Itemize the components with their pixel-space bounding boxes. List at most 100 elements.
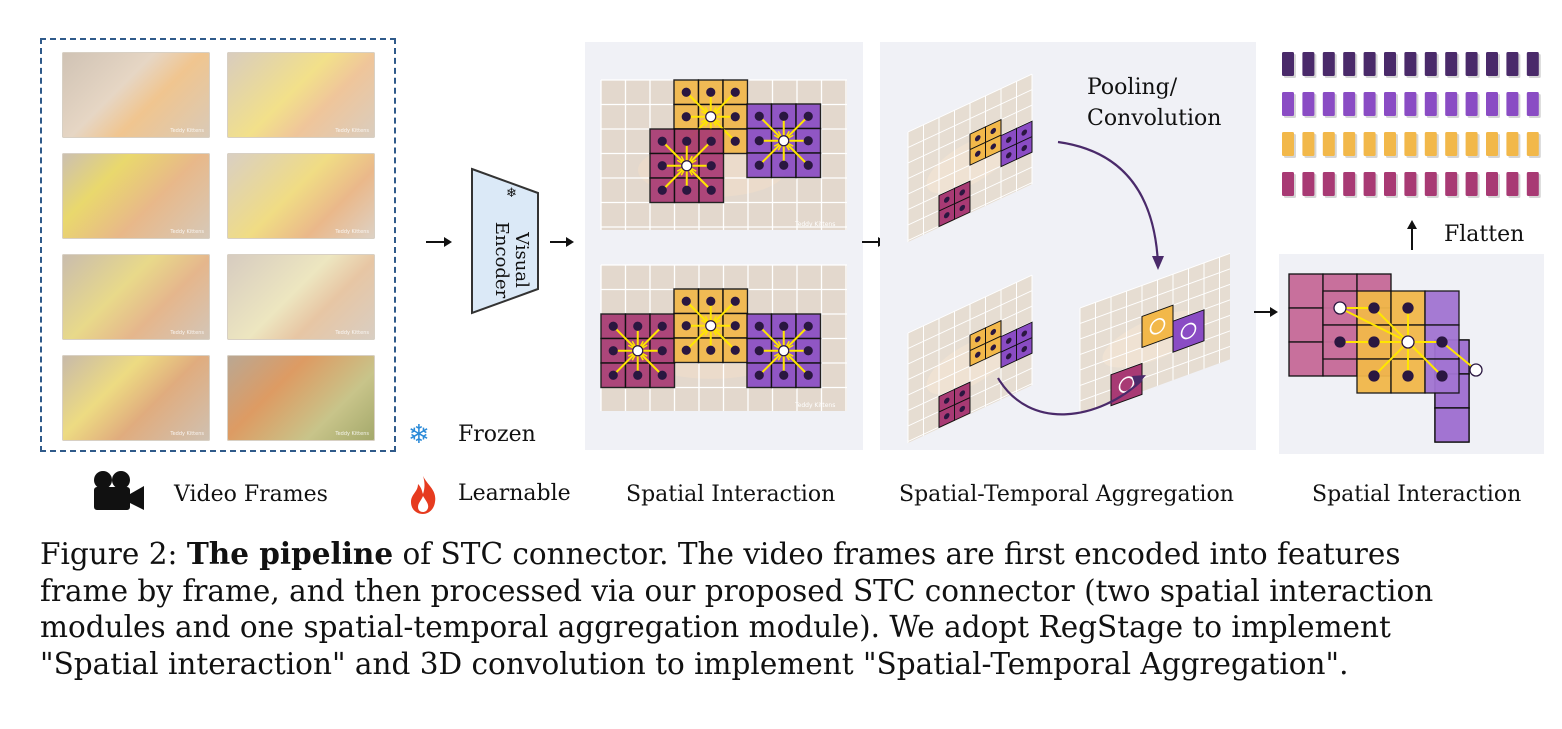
feature-point xyxy=(974,336,981,343)
feature-point xyxy=(959,405,966,413)
feature-point xyxy=(779,321,789,331)
feature-point xyxy=(1469,363,1483,377)
grid-line xyxy=(908,290,1032,349)
learnable-label: Learnable xyxy=(458,481,571,506)
flatten-arrow xyxy=(1407,220,1417,250)
pooled-point xyxy=(1180,322,1197,340)
feature-point xyxy=(754,346,764,356)
feature-point xyxy=(681,87,691,97)
flattened-token xyxy=(1322,92,1335,116)
flattened-token xyxy=(1282,92,1294,116)
flattened-token xyxy=(1526,132,1539,156)
interaction-link xyxy=(1373,307,1409,343)
feature-point xyxy=(706,185,716,195)
feature-point xyxy=(803,321,813,331)
feature-point xyxy=(730,321,740,331)
feature-point xyxy=(1005,152,1012,159)
feature-point xyxy=(1436,370,1448,382)
feature-point xyxy=(803,160,813,170)
feature-point xyxy=(1021,330,1028,337)
flattened-token xyxy=(1445,172,1458,196)
feature-point xyxy=(754,160,764,170)
grid-line xyxy=(1080,268,1230,324)
feature-point xyxy=(990,143,997,150)
frame-watermark: Teddy Kittens xyxy=(335,330,369,336)
feature-point xyxy=(1368,336,1380,348)
interaction-link xyxy=(661,165,688,191)
frame-watermark: Teddy Kittens xyxy=(335,128,369,134)
flattened-token xyxy=(1424,132,1437,156)
feature-point xyxy=(1005,337,1012,344)
feature-point xyxy=(1402,302,1414,314)
pooled-point xyxy=(1149,317,1166,335)
grid-line xyxy=(1080,252,1230,309)
encoder-label-line2: Encoder xyxy=(491,221,512,299)
frozen-label: Frozen xyxy=(458,422,536,447)
feature-point xyxy=(754,111,764,121)
feature-point xyxy=(803,136,813,146)
figure-caption: Figure 2: The pipeline of STC connector.… xyxy=(40,536,1550,682)
grid-line xyxy=(908,73,1032,133)
flatten-label: Flatten xyxy=(1444,222,1525,247)
feature-point xyxy=(754,321,764,331)
flattened-token xyxy=(1343,52,1356,76)
feature-point xyxy=(959,390,966,397)
flattened-token xyxy=(1343,92,1356,116)
feature-point xyxy=(706,296,716,306)
cell-block xyxy=(746,103,822,179)
feature-point xyxy=(803,111,813,121)
spatial-interaction-label-2: Spatial Interaction xyxy=(1312,482,1522,507)
feature-map-t2 xyxy=(907,274,1033,444)
video-frame: Teddy Kittens xyxy=(227,254,375,340)
frame-watermark: Teddy Kittens xyxy=(335,229,369,235)
flattened-tokens xyxy=(1282,52,1541,198)
interaction-link xyxy=(783,350,809,376)
interaction-link xyxy=(783,140,809,166)
grid-line xyxy=(1080,330,1230,386)
interaction-link xyxy=(637,350,663,376)
pooling-arrow-bottom xyxy=(997,377,1143,416)
feature-point xyxy=(1402,370,1414,382)
flattened-token xyxy=(1282,132,1294,156)
feature-point xyxy=(1333,301,1347,315)
grid-line xyxy=(908,89,1032,148)
feature-point xyxy=(608,321,618,331)
cell-block xyxy=(649,128,725,204)
flattened-token xyxy=(1363,52,1376,76)
flattened-token xyxy=(1384,132,1396,156)
feature-point xyxy=(681,160,693,172)
feature-point xyxy=(730,296,740,306)
flattened-token xyxy=(1424,172,1437,196)
encoder-label-line1: Visual xyxy=(511,232,532,288)
feature-point xyxy=(682,136,692,146)
interaction-link xyxy=(1373,341,1409,377)
flattened-token xyxy=(1343,172,1356,196)
feature-point xyxy=(943,397,950,404)
feature-point xyxy=(705,320,717,332)
feature-point xyxy=(681,321,691,331)
flattened-token xyxy=(1302,132,1315,156)
feature-point xyxy=(974,150,981,157)
feature-point xyxy=(706,136,716,146)
visual-encoder-label: Visual Encoder xyxy=(491,221,532,299)
feature-map-t1 xyxy=(907,73,1033,243)
feature-point xyxy=(1436,336,1448,348)
feature-point xyxy=(974,351,981,358)
interaction-link xyxy=(1407,341,1443,377)
flattened-token xyxy=(1404,52,1417,76)
video-frame: Teddy Kittens xyxy=(62,153,210,239)
feature-point xyxy=(959,189,966,196)
flattened-token xyxy=(1282,172,1294,196)
flattened-token xyxy=(1343,132,1356,156)
feature-point xyxy=(1021,345,1028,353)
flattened-token xyxy=(1526,92,1539,116)
flattened-token xyxy=(1322,172,1335,196)
pooling-arrow-top xyxy=(1057,140,1160,265)
feature-cell xyxy=(1288,307,1324,343)
feature-cell xyxy=(1424,290,1460,326)
video-frame: Teddy Kittens xyxy=(62,355,210,441)
frame-watermark: Teddy Kittens xyxy=(170,128,204,134)
flattened-token xyxy=(1282,52,1294,76)
interaction-link xyxy=(783,325,809,352)
